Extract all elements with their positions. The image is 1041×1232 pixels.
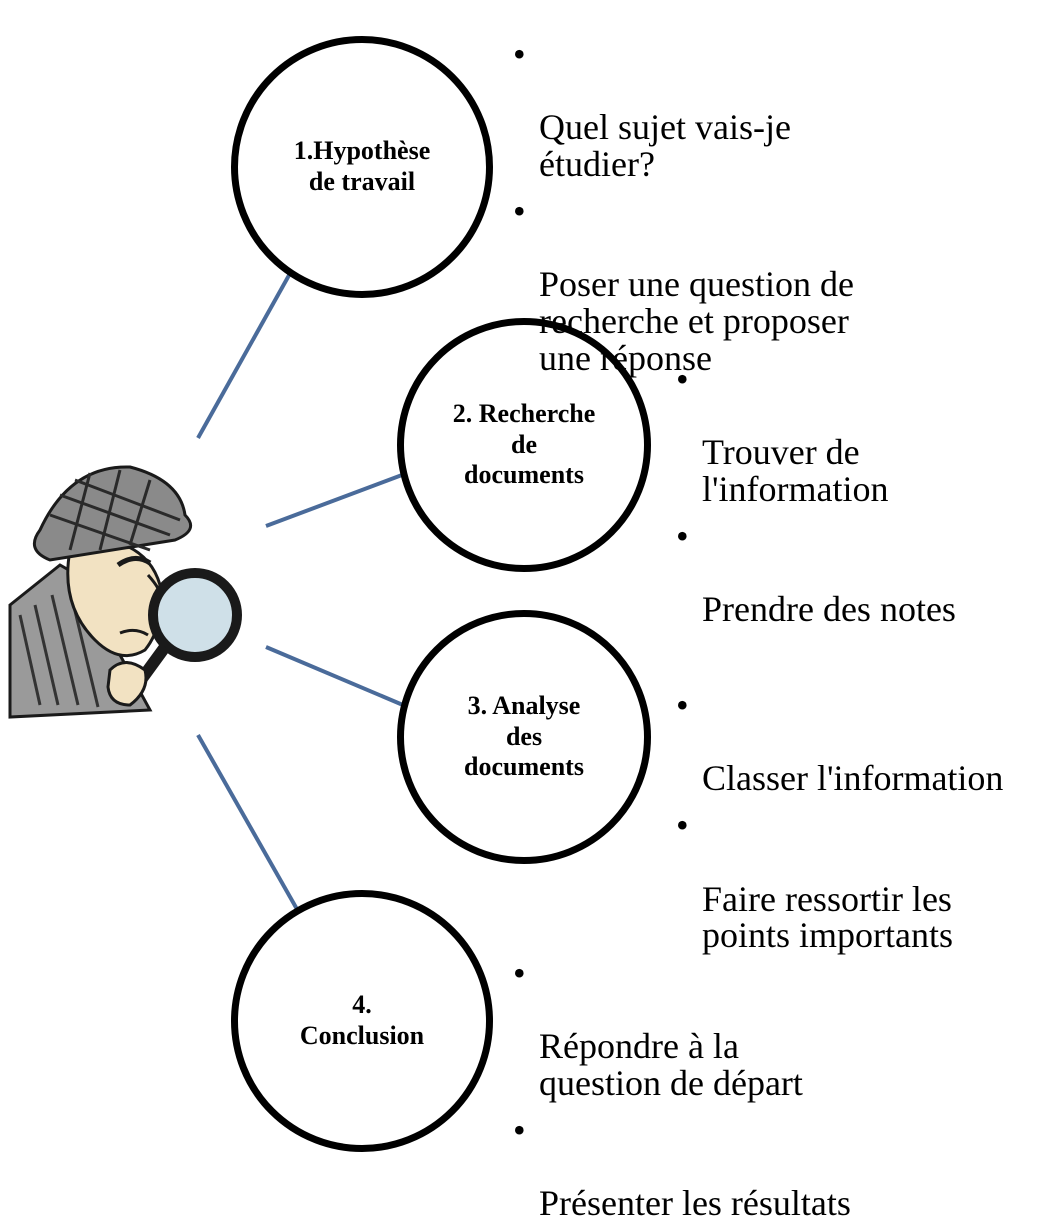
bullet-icon: •: [513, 1109, 526, 1150]
bullet-text: Classer l'information: [702, 758, 1004, 799]
list-item: • Faire ressortir les points importants: [676, 807, 1041, 954]
step-2-title: 2. Recherche de documents: [452, 398, 596, 490]
bullet-icon: •: [676, 685, 689, 725]
detective-coat-stripes: [18, 589, 100, 708]
connector-line-step2: [265, 470, 411, 528]
step-3-circle: 3. Analyse des documents: [397, 610, 651, 864]
bullet-text: Répondre à la question de départ: [539, 1026, 803, 1104]
detective-icon: [8, 465, 242, 719]
detective-hat-checks: [49, 469, 181, 552]
bullet-text: Faire ressortir les points importants: [702, 878, 953, 956]
detective-mouth: [119, 628, 149, 637]
list-item: • Classer l'information: [676, 687, 1041, 797]
list-item: • Répondre à la question de départ: [513, 955, 933, 1102]
research-steps-diagram: 1.Hypothèse de travail 2. Recherche de d…: [8, 36, 1041, 1222]
list-item: • Prendre des notes: [676, 518, 1036, 628]
step-2-bullet-list: • Trouver de l'information • Prendre des…: [676, 361, 1036, 638]
list-item: • Présenter les résultats: [513, 1112, 933, 1222]
detective-hand: [106, 661, 148, 707]
step-1-title: 1.Hypothèse de travail: [293, 136, 431, 196]
step-4-bullet-list: • Répondre à la question de départ • Pré…: [513, 955, 933, 1232]
step-1-bullet-list: • Quel sujet vais-je étudier? • Poser un…: [513, 36, 933, 386]
connector-line-step4: [196, 734, 304, 919]
magnifying-glass-lens: [148, 568, 242, 662]
bullet-icon: •: [676, 359, 689, 399]
bullet-text: Trouver de l'information: [702, 432, 889, 510]
step-2-circle: 2. Recherche de documents: [397, 318, 651, 572]
bullet-icon: •: [513, 34, 526, 74]
connector-line-step3: [265, 645, 411, 710]
connector-line-step1: [196, 251, 304, 439]
list-item: • Quel sujet vais-je étudier?: [513, 36, 933, 183]
bullet-icon: •: [676, 805, 689, 846]
list-item: • Trouver de l'information: [676, 361, 1036, 508]
bullet-icon: •: [676, 515, 689, 556]
step-3-title: 3. Analyse des documents: [464, 690, 584, 782]
bullet-text: Poser une question de recherche et propo…: [539, 264, 854, 378]
step-4-circle: 4. Conclusion: [231, 890, 493, 1152]
bullet-text: Quel sujet vais-je étudier?: [539, 107, 791, 185]
step-3-bullet-list: • Classer l'information • Faire ressorti…: [676, 687, 1041, 964]
connector-lines: [196, 251, 411, 919]
detective-eyebrow: [116, 556, 152, 568]
step-1-circle: 1.Hypothèse de travail: [231, 36, 493, 298]
bullet-icon: •: [513, 190, 526, 231]
bullet-icon: •: [513, 953, 526, 993]
step-4-title: 4. Conclusion: [299, 990, 425, 1050]
bullet-text: Prendre des notes: [702, 589, 956, 630]
list-item: • Poser une question de recherche et pro…: [513, 193, 933, 377]
bullet-text: Présenter les résultats: [539, 1183, 851, 1224]
